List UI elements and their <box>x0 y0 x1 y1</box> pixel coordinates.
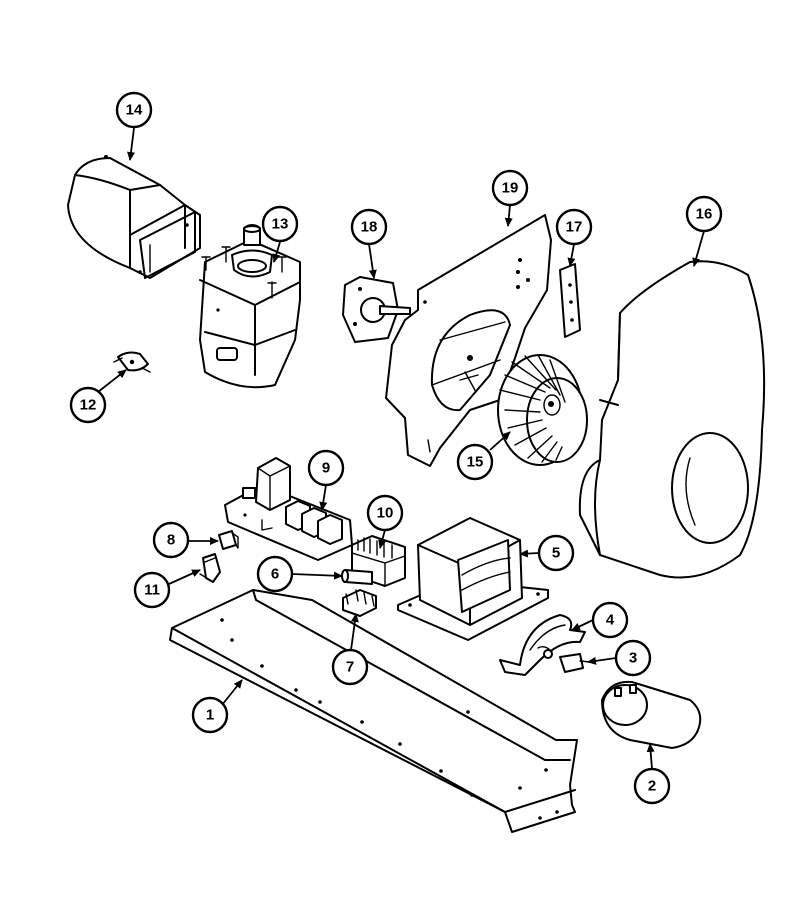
leader-6 <box>291 571 343 580</box>
part-18-fan-motor <box>342 276 411 343</box>
part-9-control-board <box>224 457 353 561</box>
callout-5: 5 <box>537 534 575 572</box>
part-6-fuse <box>341 569 373 585</box>
leader-13 <box>272 241 281 263</box>
leader-1 <box>221 679 243 706</box>
callout-11: 11 <box>133 571 171 609</box>
callout-label-14: 14 <box>126 102 143 119</box>
callout-18: 18 <box>350 208 388 246</box>
part-2-capacitor <box>601 680 702 749</box>
callout-label-10: 10 <box>377 505 394 522</box>
part-3-diode <box>537 645 591 673</box>
callout-label-5: 5 <box>552 545 560 562</box>
leader-12 <box>97 369 127 393</box>
callout-10: 10 <box>366 494 404 532</box>
callout-label-12: 12 <box>80 397 97 414</box>
leader-9 <box>319 484 328 511</box>
callout-label-1: 1 <box>206 707 214 724</box>
part-16-blower-housing <box>578 260 766 579</box>
part-8-switch <box>218 530 239 550</box>
part-15-blower-wheel <box>497 354 588 466</box>
callout-17: 17 <box>555 208 593 246</box>
callout-label-4: 4 <box>606 612 615 629</box>
leader-15 <box>489 431 511 451</box>
callout-1: 1 <box>191 696 229 734</box>
callout-7: 7 <box>331 648 369 686</box>
callout-12: 12 <box>69 386 107 424</box>
leader-17 <box>567 243 576 267</box>
callout-3: 3 <box>614 639 652 677</box>
callout-19: 19 <box>491 169 529 207</box>
leader-16 <box>692 230 705 267</box>
leader-14 <box>127 127 135 161</box>
leader-lines <box>97 127 705 770</box>
callout-label-9: 9 <box>322 460 330 477</box>
part-13-magnetron <box>199 224 301 389</box>
leader-19 <box>504 204 513 227</box>
callout-13: 13 <box>261 205 299 243</box>
leader-4 <box>571 619 594 631</box>
part-7-fuse-holder <box>342 589 377 617</box>
part-19-fan-bracket <box>385 214 552 467</box>
leader-10 <box>378 529 386 549</box>
callout-label-11: 11 <box>144 582 160 599</box>
callout-label-19: 19 <box>502 180 519 197</box>
part-1-base-plate <box>169 589 578 833</box>
callout-9: 9 <box>307 449 345 487</box>
callout-label-17: 17 <box>566 219 583 236</box>
callout-6: 6 <box>256 555 294 593</box>
callout-label-16: 16 <box>696 206 713 223</box>
callout-label-3: 3 <box>629 650 637 667</box>
callout-14: 14 <box>115 91 153 129</box>
callout-2: 2 <box>633 767 671 805</box>
callout-label-6: 6 <box>271 566 279 583</box>
callout-15: 15 <box>456 443 494 481</box>
leader-3 <box>587 656 617 665</box>
part-12-thermal-cutout <box>113 351 151 373</box>
leader-2 <box>646 743 655 770</box>
callout-label-2: 2 <box>648 778 656 795</box>
leader-5 <box>519 549 540 558</box>
part-14-waveguide <box>67 155 201 279</box>
callout-4: 4 <box>591 601 629 639</box>
callout-label-18: 18 <box>361 219 378 236</box>
leader-7 <box>350 613 359 651</box>
callout-label-15: 15 <box>467 454 484 471</box>
part-11-interlock-switch <box>199 553 221 583</box>
leader-11 <box>168 569 201 585</box>
callouts: 14 13 12 18 19 17 16 15 <box>69 91 723 805</box>
part-5-transformer <box>397 517 549 641</box>
leader-18 <box>368 243 377 279</box>
callout-label-8: 8 <box>167 532 175 549</box>
callout-8: 8 <box>152 521 190 559</box>
callout-label-13: 13 <box>272 216 289 233</box>
callout-label-7: 7 <box>346 659 354 676</box>
part-17-bracket <box>559 263 581 338</box>
callout-16: 16 <box>685 195 723 233</box>
